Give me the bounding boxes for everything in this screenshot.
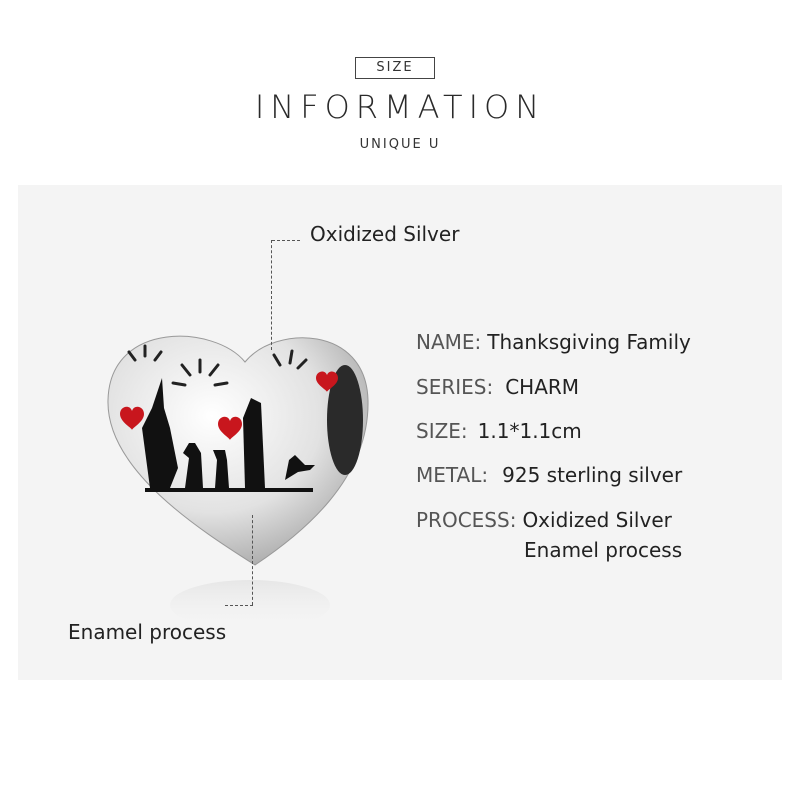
spec-name: NAME:Thanksgiving Family [416, 330, 691, 354]
spec-size: SIZE: 1.1*1.1cm [416, 419, 582, 443]
spec-process: PROCESS:Oxidized Silver [416, 508, 672, 532]
callout-line-top [272, 240, 300, 241]
spec-process-second: Enamel process [524, 538, 682, 562]
spec-label: METAL: [416, 463, 489, 487]
spec-value: Enamel process [524, 538, 683, 562]
spec-value: 925 sterling silver [502, 463, 683, 487]
brand-subtitle: UNIQUE U [359, 137, 441, 152]
callout-line-bottom-vertical [252, 515, 253, 605]
callout-line-bottom [225, 605, 253, 606]
spec-label: SIZE: [416, 419, 468, 443]
spec-value: Thanksgiving Family [487, 330, 691, 354]
callout-enamel-process: Enamel process [68, 620, 227, 644]
size-badge: SIZE [355, 57, 435, 79]
spec-label: SERIES: [416, 375, 494, 399]
spec-label: NAME: [416, 330, 482, 354]
page-title: INFORMATION [254, 88, 546, 126]
spec-metal: METAL: 925 sterling silver [416, 463, 682, 487]
spec-series: SERIES: CHARM [416, 375, 579, 399]
spec-value: Oxidized Silver [522, 508, 672, 532]
spec-value: 1.1*1.1cm [477, 419, 582, 443]
callout-line-top-vertical [271, 240, 272, 350]
spec-label: PROCESS: [416, 508, 517, 532]
spec-value: CHARM [505, 375, 580, 399]
callout-oxidized-silver: Oxidized Silver [310, 222, 460, 246]
